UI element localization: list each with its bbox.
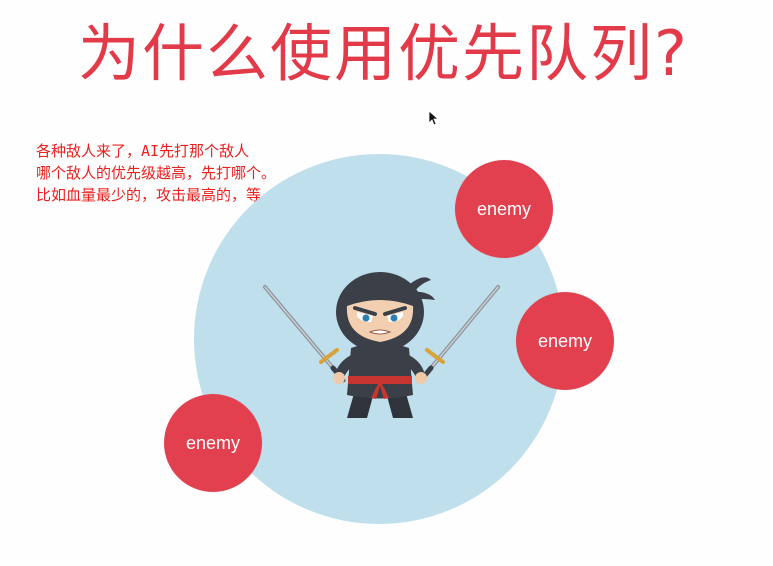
ninja-icon bbox=[263, 272, 500, 418]
slide-title: 为什么使用优先队列? bbox=[78, 17, 689, 90]
enemy-label: enemy bbox=[185, 432, 241, 453]
note-text: 各种敌人来了，AI先打那个敌人 哪个敌人的优先级越高，先打哪个。 比如血量最少的… bbox=[36, 140, 276, 206]
enemy-label: enemy bbox=[537, 330, 593, 351]
enemy-label: enemy bbox=[476, 198, 532, 219]
mouse-pointer-icon bbox=[428, 110, 438, 126]
note-line-2: 哪个敌人的优先级越高，先打哪个。 bbox=[36, 164, 277, 182]
enemy-circle-top: enemy bbox=[455, 160, 553, 258]
enemy-circle-left: enemy bbox=[164, 394, 262, 492]
enemy-circle-right: enemy bbox=[516, 292, 614, 390]
note-line-1: 各种敌人来了，AI先打那个敌人 bbox=[36, 142, 250, 160]
note-line-3: 比如血量最少的，攻击最高的，等。 bbox=[36, 186, 277, 204]
